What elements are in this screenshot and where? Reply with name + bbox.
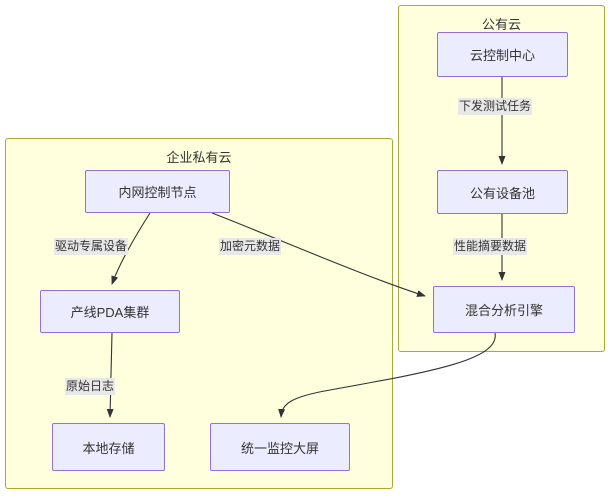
- node-public-device-pool[interactable]: 公有设备池: [437, 170, 568, 214]
- node-public-device-pool-label: 公有设备池: [469, 185, 535, 201]
- node-cloud-control-center[interactable]: 云控制中心: [437, 32, 568, 77]
- node-cloud-control-center-label: 云控制中心: [469, 48, 535, 63]
- node-pda-cluster[interactable]: 产线PDA集群: [40, 290, 180, 333]
- edge-label-raw-log: 原始日志: [65, 378, 116, 395]
- node-local-storage-label: 本地存储: [82, 440, 135, 456]
- node-hybrid-analysis-engine[interactable]: 混合分析引擎: [433, 286, 575, 333]
- edge-label-dispatch-test-task: 下发测试任务: [458, 98, 533, 115]
- node-intranet-control-node[interactable]: 内网控制节点: [85, 170, 230, 213]
- cluster-public-cloud-title: 公有云: [481, 17, 521, 32]
- node-local-storage[interactable]: 本地存储: [52, 423, 165, 471]
- edge-label-drive-dedicated-device: 驱动专属设备: [54, 238, 129, 255]
- edge-label-performance-summary-data: 性能摘要数据: [453, 238, 528, 255]
- node-hybrid-analysis-engine-label: 混合分析引擎: [464, 303, 543, 318]
- edge-label-encrypted-metadata: 加密元数据: [219, 238, 282, 255]
- node-unified-monitor-wall-label: 统一监控大屏: [240, 440, 319, 456]
- node-unified-monitor-wall[interactable]: 统一监控大屏: [210, 423, 350, 471]
- node-intranet-control-node-label: 内网控制节点: [118, 185, 197, 200]
- cluster-private-cloud-title: 企业私有云: [166, 150, 232, 165]
- node-pda-cluster-label: 产线PDA集群: [70, 305, 150, 320]
